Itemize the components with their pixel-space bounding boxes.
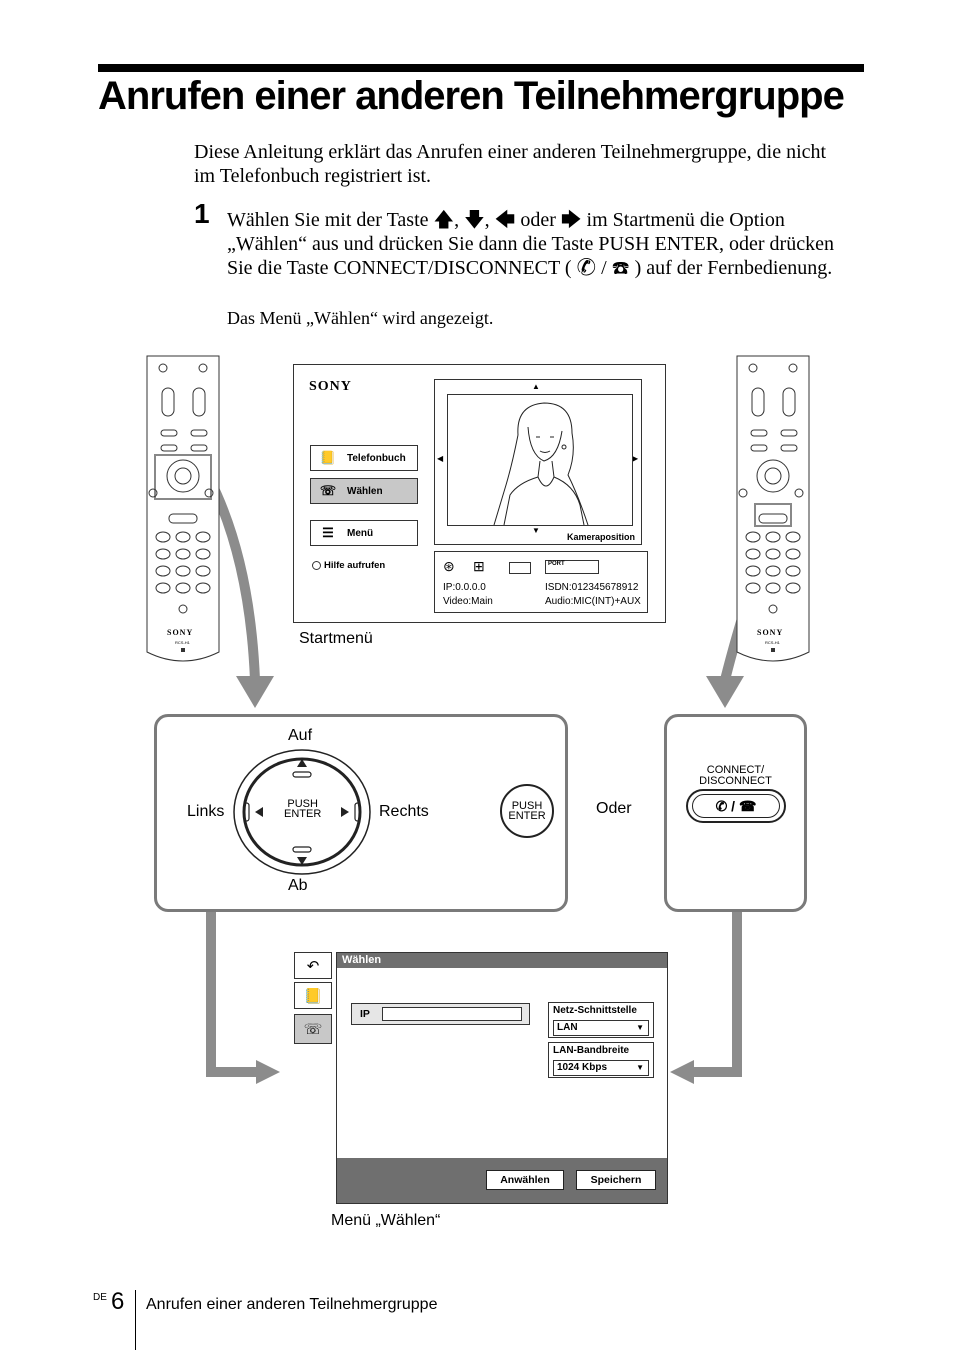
ip-input[interactable] xyxy=(382,1007,522,1021)
connect-label: CONNECT/ DISCONNECT xyxy=(699,764,772,787)
right-arrow-icon: 🡆 xyxy=(560,209,582,231)
chevron-down-icon: ▼ xyxy=(636,1063,644,1072)
joystick-down-arrow xyxy=(297,857,307,865)
joystick-drawing[interactable] xyxy=(231,747,373,877)
label-left: Links xyxy=(187,803,225,820)
dial-menu-caption: Menü „Wählen“ xyxy=(331,1212,441,1229)
remote-drawing xyxy=(736,355,810,662)
sony-logo: SONY xyxy=(309,379,352,394)
right-to-dial-arrow-shaft xyxy=(692,912,742,1077)
camera-view-frame: ▲ ▼ ◀ ▶ Kameraposition xyxy=(434,379,642,545)
push-enter-button[interactable]: PUSH ENTER xyxy=(500,784,554,838)
intro-paragraph: Diese Anleitung erklärt das Anrufen eine… xyxy=(194,141,827,187)
ip-field-group: IP xyxy=(351,1003,530,1025)
port-indicator: PORT xyxy=(545,560,599,574)
step-number: 1 xyxy=(194,198,210,229)
connect-disconnect-button[interactable]: ✆ / ☎ xyxy=(686,789,786,823)
camera-down-icon[interactable]: ▼ xyxy=(532,526,540,535)
ip-label: IP xyxy=(360,1008,370,1020)
left-remote-arrowhead xyxy=(236,676,274,708)
start-menu-caption: Startmenü xyxy=(299,630,373,647)
left-dial-arrowhead xyxy=(256,1060,280,1084)
phone-hangup-icon: ☎ xyxy=(611,257,630,279)
step-text: Wählen Sie mit der Taste 🡅, 🡇, 🡄 oder 🡆 … xyxy=(227,209,834,279)
person-portrait-drawing xyxy=(493,402,589,525)
right-remote-arrowhead xyxy=(706,676,744,708)
ip-status: IP:0.0.0.0 xyxy=(443,582,486,593)
phone-hangup-icon: ☎ xyxy=(738,797,757,814)
help-circle-icon xyxy=(312,561,321,570)
camera-right-icon[interactable]: ▶ xyxy=(632,454,639,463)
video-input-icon xyxy=(509,562,531,574)
phone-icon: ✆ xyxy=(715,797,728,814)
right-dial-arrowhead xyxy=(670,1060,694,1084)
step-result: Das Menü „Wählen“ wird angezeigt. xyxy=(227,308,494,328)
save-button[interactable]: Speichern xyxy=(576,1170,656,1190)
chevron-down-icon: ▼ xyxy=(636,1023,644,1032)
dial-icon[interactable]: ☏ xyxy=(294,1014,332,1044)
remote-control-left: SONY RCS-H1 xyxy=(143,352,223,667)
menu-list-icon: ☰ xyxy=(322,525,334,540)
camera-position-label: Kameraposition xyxy=(567,532,636,542)
bandwidth-label: LAN-Bandbreite xyxy=(553,1045,630,1056)
left-arrow-icon: 🡄 xyxy=(494,209,516,231)
page-title: Anrufen einer anderen Teilnehmergruppe xyxy=(98,74,845,118)
menu-item-waehlen[interactable]: ☏ Wählen xyxy=(310,478,418,504)
dial-menu-dialog: Wählen IP Netz-Schnittstelle LAN ▼ LAN-B… xyxy=(336,952,668,1204)
audio-status: Audio:MIC(INT)+AUX xyxy=(545,596,641,607)
dial-menu-footer: Anwählen Speichern xyxy=(337,1158,667,1203)
remote-brand: SONY xyxy=(167,628,194,637)
down-arrow-icon: 🡇 xyxy=(464,209,485,231)
footer-page-number: 6 xyxy=(111,1288,125,1315)
bandwidth-select[interactable]: 1024 Kbps ▼ xyxy=(553,1060,649,1076)
label-up: Auf xyxy=(288,727,313,744)
label-right: Rechts xyxy=(379,803,429,820)
joystick-right-arrow xyxy=(341,807,349,817)
interface-group: Netz-Schnittstelle LAN ▼ xyxy=(548,1002,654,1038)
remote-brand: SONY xyxy=(757,628,784,637)
phonebook-icon[interactable]: 📒 xyxy=(294,982,332,1009)
camera-preview xyxy=(447,394,633,526)
status-panel: ⊛ ⊞ PORT IP:0.0.0.0 ISDN:012345678912 Vi… xyxy=(434,551,648,613)
bandwidth-group: LAN-Bandbreite 1024 Kbps ▼ xyxy=(548,1042,654,1078)
dial-menu-title: Wählen xyxy=(337,953,667,968)
interface-label: Netz-Schnittstelle xyxy=(553,1005,637,1016)
connect-panel: CONNECT/ DISCONNECT ✆ / ☎ xyxy=(664,714,807,912)
back-icon[interactable]: ↶ xyxy=(294,952,332,979)
title-rule xyxy=(98,64,864,72)
isdn-status: ISDN:012345678912 xyxy=(545,582,639,593)
left-to-dial-arrow-shaft xyxy=(206,912,258,1077)
video-status: Video:Main xyxy=(443,596,493,607)
menu-item-menue[interactable]: ☰ Menü xyxy=(310,520,418,546)
menu-item-telefonbuch[interactable]: 📒 Telefonbuch xyxy=(310,445,418,471)
remote-model: RCS-H1 xyxy=(175,640,190,645)
dial-button[interactable]: Anwählen xyxy=(486,1170,564,1190)
camera-left-icon[interactable]: ◀ xyxy=(437,454,444,463)
up-arrow-icon: 🡅 xyxy=(433,209,455,231)
joystick-panel: Auf Ab Links Rechts PUSH ENTER PUSH ENTE… xyxy=(154,714,568,912)
network-hub-icon: ⊞ xyxy=(473,558,485,574)
label-down: Ab xyxy=(288,877,308,894)
remote-drawing xyxy=(146,355,220,662)
remote-control-right: SONY RCS-H1 xyxy=(733,352,813,667)
phonebook-icon: 📒 xyxy=(319,450,337,465)
joystick-center-label: PUSH ENTER xyxy=(284,798,322,820)
label-or: Oder xyxy=(596,800,632,817)
dial-icon: ☏ xyxy=(319,483,337,498)
start-menu-screen: SONY 📒 Telefonbuch ☏ Wählen ☰ Menü Hilfe… xyxy=(293,364,666,623)
help-link[interactable]: Hilfe aufrufen xyxy=(312,560,385,571)
phone-icon: ✆ xyxy=(576,257,597,279)
footer-section: Anrufen einer anderen Teilnehmergruppe xyxy=(146,1296,438,1313)
network-icon: ⊛ xyxy=(443,558,455,574)
remote-model: RCS-H1 xyxy=(765,640,780,645)
camera-up-icon[interactable]: ▲ xyxy=(532,382,540,391)
interface-select[interactable]: LAN ▼ xyxy=(553,1020,649,1036)
footer-lang: DE xyxy=(93,1292,107,1303)
joystick-up-arrow xyxy=(297,759,307,767)
footer-divider xyxy=(135,1290,136,1350)
joystick-left-arrow xyxy=(255,807,263,817)
